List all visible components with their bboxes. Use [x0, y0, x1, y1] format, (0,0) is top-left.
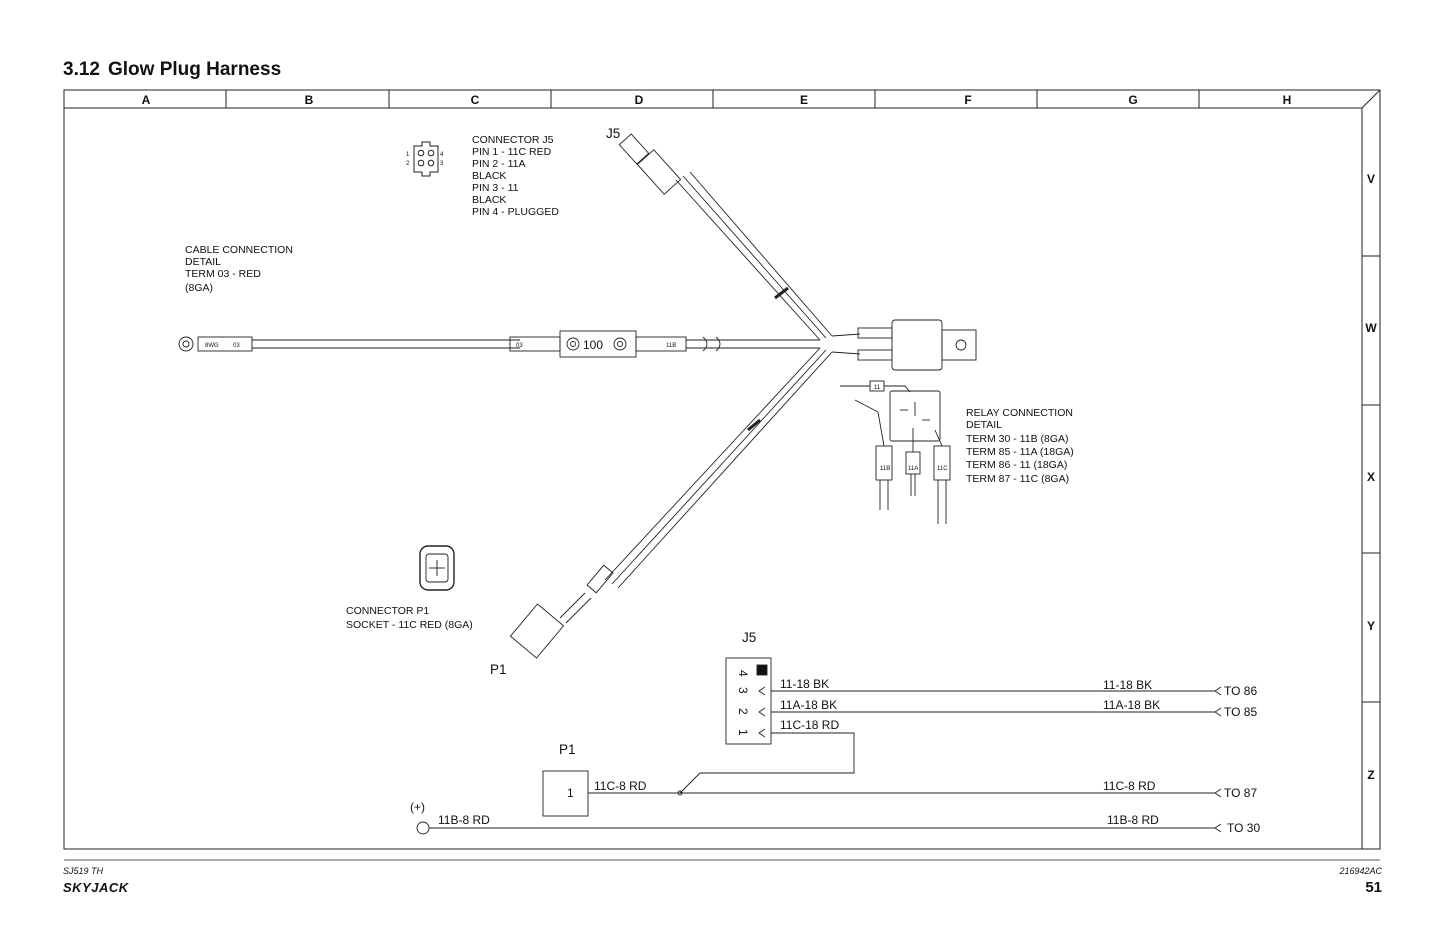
relay-body: [891, 319, 943, 371]
p1-pin-block: [542, 770, 589, 817]
page-title: 3.12 Glow Plug Harness: [63, 59, 281, 81]
positive-terminal-label: (+): [410, 800, 425, 814]
harness-drawing: [178, 133, 977, 659]
wire-tag: 11B: [666, 343, 676, 349]
svg-text:CONNECTOR P1: CONNECTOR P1: [346, 605, 429, 617]
pin-number: 2: [406, 161, 410, 167]
row-header: X: [1367, 470, 1375, 484]
svg-text:BLACK: BLACK: [472, 194, 506, 206]
cable-connection-detail-text: CABLE CONNECTION DETAIL TERM 03 - RED (8…: [185, 244, 293, 294]
svg-text:11A-18 BK: 11A-18 BK: [1103, 698, 1160, 712]
j5-connector-body: [636, 149, 682, 195]
svg-text:PIN 4 - PLUGGED: PIN 4 - PLUGGED: [472, 206, 559, 218]
wire-labels: 11-18 BK 11-18 BK TO 86 11A-18 BK 11A-18…: [438, 677, 1260, 835]
svg-text:11C-18 RD: 11C-18 RD: [780, 718, 839, 732]
fuse-value: 100: [583, 338, 603, 352]
svg-text:11-18 BK: 11-18 BK: [780, 677, 829, 691]
section-title: Glow Plug Harness: [107, 59, 282, 80]
ring-terminal: [178, 336, 194, 352]
relay-pinout: [889, 390, 941, 442]
p1-pin-number: 1: [567, 786, 574, 800]
row-header: Z: [1367, 768, 1374, 782]
svg-text:11B-8 RD: 11B-8 RD: [438, 813, 490, 827]
column-header: C: [471, 93, 480, 107]
svg-text:TO 30: TO 30: [1227, 821, 1260, 835]
svg-text:11C-8 RD: 11C-8 RD: [594, 779, 647, 793]
svg-text:DETAIL: DETAIL: [185, 256, 221, 268]
svg-text:3: 3: [736, 687, 750, 694]
svg-text:BLACK: BLACK: [472, 170, 506, 182]
column-header: G: [1128, 93, 1137, 107]
wire-tag: 03: [233, 343, 240, 349]
ring-tag: 8WG: [205, 343, 219, 349]
svg-text:PIN 3 - 11: PIN 3 - 11: [472, 182, 519, 194]
row-header: W: [1365, 321, 1377, 335]
svg-text:1: 1: [736, 729, 750, 736]
column-header: H: [1283, 93, 1292, 107]
connector-j5-face: [413, 141, 439, 177]
document-number: 216942AC: [1339, 866, 1382, 876]
column-header: E: [800, 93, 808, 107]
column-header: A: [142, 93, 151, 107]
connector-j5-detail-text: CONNECTOR J5 PIN 1 - 11C RED PIN 2 - 11A…: [472, 134, 559, 218]
svg-text:TO 85: TO 85: [1224, 705, 1257, 719]
j5-schematic-title: J5: [742, 630, 756, 645]
section-number: 3.12: [63, 59, 100, 80]
model-label: SJ519 TH: [63, 866, 104, 876]
svg-text:TERM 03 - RED: TERM 03 - RED: [185, 268, 261, 280]
svg-text:11A-18 BK: 11A-18 BK: [780, 698, 837, 712]
column-headers: A B C D E F G H: [142, 93, 1292, 107]
connector-p1-detail-text: CONNECTOR P1 SOCKET - 11C RED (8GA): [346, 605, 473, 631]
svg-text:TERM 85 - 11A (18GA): TERM 85 - 11A (18GA): [966, 446, 1074, 458]
svg-text:11-18 BK: 11-18 BK: [1103, 678, 1152, 692]
svg-text:(8GA): (8GA): [185, 282, 213, 294]
svg-text:2: 2: [736, 708, 750, 715]
relay-tag: 11B: [880, 466, 890, 472]
svg-text:CONNECTOR J5: CONNECTOR J5: [472, 134, 554, 146]
svg-text:TERM 86 - 11 (18GA): TERM 86 - 11 (18GA): [966, 459, 1067, 471]
svg-text:TO 87: TO 87: [1224, 786, 1257, 800]
svg-text:11B-8 RD: 11B-8 RD: [1107, 813, 1159, 827]
page-number: 51: [1365, 879, 1382, 896]
svg-text:TERM 87 - 11C (8GA): TERM 87 - 11C (8GA): [966, 473, 1069, 485]
pin-number: 3: [440, 161, 444, 167]
row-headers: V W X Y Z: [1365, 172, 1377, 782]
wire-tag: 03: [516, 343, 523, 349]
p1-schematic-title: P1: [559, 742, 576, 757]
pin-number: 1: [406, 152, 410, 158]
j5-pin-numbers: 4 3 2 1: [736, 670, 750, 736]
svg-text:PIN 1 - 11C RED: PIN 1 - 11C RED: [472, 146, 552, 158]
svg-text:TO 86: TO 86: [1224, 684, 1257, 698]
svg-text:CABLE CONNECTION: CABLE CONNECTION: [185, 244, 293, 256]
j5-pin-block: [725, 657, 772, 745]
column-header: B: [305, 93, 314, 107]
diagram-frame: [63, 89, 1381, 850]
svg-text:4: 4: [736, 670, 750, 677]
relay-tag: 11A: [908, 466, 918, 472]
column-header: F: [964, 93, 971, 107]
pin-number: 4: [440, 152, 444, 158]
svg-text:SOCKET - 11C RED (8GA): SOCKET - 11C RED (8GA): [346, 619, 473, 631]
p1-connector-body: [509, 603, 565, 659]
row-header: Y: [1367, 619, 1375, 633]
p1-harness-label: P1: [490, 662, 507, 677]
svg-text:TERM 30 - 11B (8GA): TERM 30 - 11B (8GA): [966, 433, 1069, 445]
brand-logo: SKYJACK: [63, 880, 129, 895]
svg-text:DETAIL: DETAIL: [966, 419, 1002, 431]
column-header: D: [635, 93, 644, 107]
relay-connection-detail-text: RELAY CONNECTION DETAIL TERM 30 - 11B (8…: [966, 407, 1074, 485]
p1-connector-face: [419, 545, 455, 591]
relay-tag: 11: [874, 385, 881, 391]
svg-text:RELAY CONNECTION: RELAY CONNECTION: [966, 407, 1073, 419]
relay-tag: 11C: [937, 466, 948, 472]
svg-text:11C-8 RD: 11C-8 RD: [1103, 779, 1156, 793]
j5-harness-label: J5: [606, 126, 620, 141]
schematic: [416, 657, 1222, 835]
svg-text:PIN 2 - 11A: PIN 2 - 11A: [472, 158, 526, 170]
row-header: V: [1367, 172, 1375, 186]
